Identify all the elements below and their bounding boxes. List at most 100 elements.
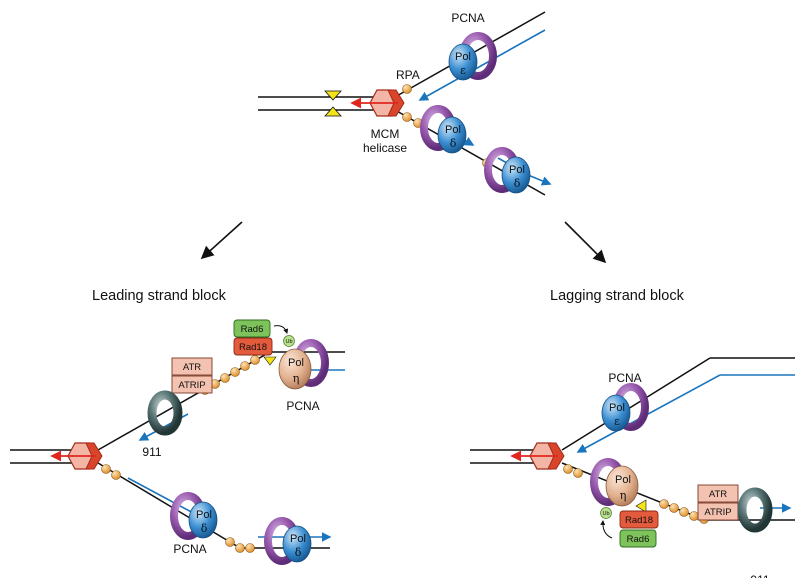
pol-label: Pol (455, 51, 471, 63)
atr-atrip-complex: ATR ATRIP (171, 357, 213, 394)
ub-label: Ub (285, 339, 292, 345)
leading-strand-block: ATR ATRIP 911 Rad6 Rad18 Ub Pol η PCNA (10, 319, 345, 565)
leading-strand-block-heading: Leading strand block (92, 288, 227, 304)
rpa-label: RPA (396, 68, 420, 82)
epsilon-label: ε (460, 64, 466, 77)
rad6-rad18-complex: Ub Rad18 Rad6 (600, 499, 659, 548)
leading-new-strand (418, 29, 546, 101)
atr-box (697, 484, 739, 503)
rad18-label: Rad18 (239, 342, 267, 353)
pcna-pol-eta: Pol η (278, 339, 329, 390)
rpa-bead (402, 84, 412, 94)
pol-label: Pol (196, 509, 212, 521)
clamp-911-icon (737, 487, 773, 533)
rpa-bead (402, 112, 412, 122)
lagging-strand-block-heading: Lagging strand block (550, 288, 685, 304)
pcna-pol-delta: Pol δ (420, 105, 467, 154)
arrow-to-lagging-block (564, 221, 607, 264)
ubiquitination-arrow (273, 325, 289, 334)
pol-label: Pol (445, 124, 461, 136)
ub-label: Ub (602, 511, 609, 517)
delta-label: δ (514, 177, 521, 190)
rad6-box (233, 319, 271, 338)
leading-template-strand (561, 357, 711, 451)
pol-eta-icon (605, 465, 639, 507)
atr-label: ATR (183, 362, 201, 373)
rpa-bead (679, 507, 689, 517)
rpa-bead (230, 367, 240, 377)
pcna-pol-delta: Pol δ (484, 147, 531, 194)
pol-delta-icon (437, 116, 467, 154)
pol-epsilon-icon (601, 394, 631, 432)
rpa-bead (220, 373, 230, 383)
delta-label: δ (295, 546, 302, 559)
rad18-label: Rad18 (625, 515, 653, 526)
rpa-bead (101, 464, 111, 474)
leading-new-strand (576, 374, 721, 453)
eta-label: η (620, 489, 627, 502)
pol-label: Pol (288, 357, 304, 369)
arrow-to-leading-block (200, 221, 243, 260)
rpa-bead (250, 355, 260, 365)
pol-delta-icon (501, 156, 531, 194)
ubiquitin-icon (600, 507, 612, 519)
lagging-strand-block: Pol ε PCNA Pol η Ub Rad18 Rad6 ATR AT (470, 357, 795, 583)
pcna-pol-delta: Pol δ (264, 517, 312, 565)
pcna-pol-epsilon: Pol ε (601, 383, 649, 432)
pcna-pol-epsilon: Pol ε (448, 32, 497, 81)
okazaki-fragment (527, 174, 552, 186)
atr-label: ATR (709, 489, 727, 500)
rpa-bead (235, 543, 245, 553)
rpa-bead (689, 511, 699, 521)
rpa-bead (573, 468, 583, 478)
delta-label: δ (450, 137, 457, 150)
rad18-box (233, 337, 273, 356)
atrip-label: ATRIP (704, 507, 731, 518)
atr-atrip-complex: ATR ATRIP (697, 484, 739, 521)
lesion-icon (324, 90, 342, 101)
rad18-box (619, 510, 659, 529)
lesion-icon (635, 499, 647, 513)
pcna-label: PCNA (173, 542, 206, 556)
delta-label: δ (201, 522, 208, 535)
rpa-bead (563, 464, 573, 474)
rad6-label: Rad6 (241, 324, 264, 335)
atrip-label: ATRIP (178, 380, 205, 391)
pcna-pol-delta: Pol δ (170, 492, 218, 540)
pol-label: Pol (290, 533, 306, 545)
ubiquitination-arrow (600, 520, 613, 539)
pcna-label: PCNA (286, 399, 319, 413)
rpa-bead (659, 499, 669, 509)
mcm-label: MCM (371, 127, 400, 141)
pol-eta-icon (278, 348, 312, 390)
n911-label: 911 (750, 573, 769, 578)
rpa-bead (225, 537, 235, 547)
pcna-pol-eta: Pol η (590, 458, 639, 507)
helicase-label: helicase (363, 141, 407, 155)
rpa-bead (240, 361, 250, 371)
eta-label: η (293, 372, 300, 385)
pol-label: Pol (615, 474, 631, 486)
pol-label: Pol (609, 402, 625, 414)
rad6-label: Rad6 (627, 534, 650, 545)
top-fork: Pol ε PCNA RPA MCM helicase Pol δ Pol δ (258, 11, 552, 196)
rad6-box (619, 529, 657, 548)
rpa-bead (111, 470, 121, 480)
rpa-bead (245, 543, 255, 553)
lagging-template-strand (97, 462, 241, 549)
rpa-bead (669, 503, 679, 513)
lesion-icon (324, 106, 342, 117)
atrip-box (171, 375, 213, 394)
pol-delta-icon (188, 501, 218, 539)
clamp-911-icon (147, 390, 183, 436)
pcna-label: PCNA (608, 371, 641, 385)
atr-box (171, 357, 213, 376)
epsilon-label: ε (614, 415, 620, 428)
pcna-label: PCNA (451, 11, 484, 25)
ubiquitin-icon (283, 335, 295, 347)
pol-epsilon-icon (448, 43, 478, 81)
lesion-icon (263, 356, 277, 366)
pol-delta-icon (282, 525, 312, 563)
pol-label: Pol (509, 164, 525, 176)
